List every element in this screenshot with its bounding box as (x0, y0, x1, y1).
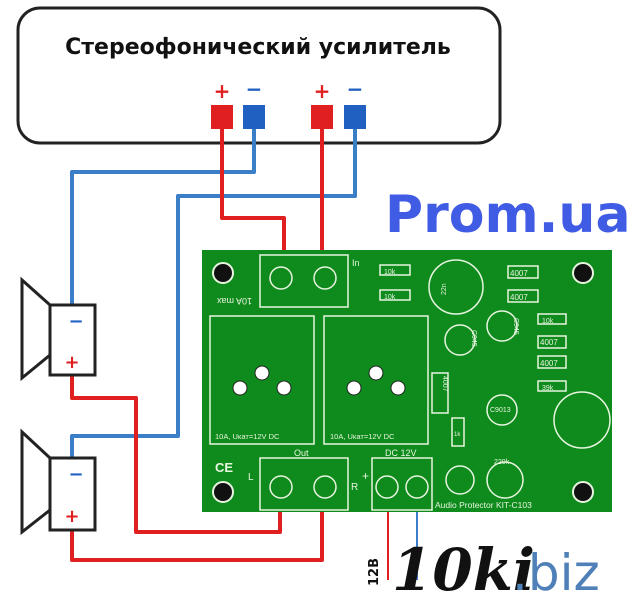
wire-12v-label: 12В (367, 558, 382, 586)
pcb-dc-plus-label: + (362, 469, 369, 483)
wire-speaker-right-plus (70, 500, 324, 562)
svg-text:10k: 10k (384, 294, 396, 301)
pcb-board-name: Audio Protector KIT-C103 (435, 500, 532, 510)
svg-text:4007: 4007 (540, 359, 558, 368)
pcb-in-label: In (352, 258, 360, 268)
watermark-blue: .biz (512, 544, 600, 600)
svg-text:C9013: C9013 (490, 407, 511, 414)
relay-left (209, 315, 315, 445)
svg-text:39k: 39k (542, 385, 554, 392)
svg-text:−: − (68, 464, 83, 485)
amplifier-box (16, 6, 502, 145)
pcb-out-left-label: L (248, 472, 254, 483)
output-terminal-block (259, 457, 349, 511)
relay-right (323, 315, 429, 445)
terminal-minus-right-label: − (347, 77, 364, 101)
wire-left-plus (220, 129, 286, 262)
svg-text:10k: 10k (384, 269, 396, 276)
svg-text:4007: 4007 (540, 338, 558, 347)
pcb-input-max-label: 10A max (216, 296, 252, 306)
svg-text:4007: 4007 (510, 269, 528, 278)
svg-text:1k: 1k (454, 432, 461, 438)
terminal-minus-left (243, 105, 265, 129)
terminal-plus-left-label: + (214, 79, 231, 103)
svg-text:220k: 220k (494, 459, 510, 466)
watermark-overlay: Prom.ua (385, 185, 629, 245)
watermark-black: 10ki (392, 536, 535, 600)
pcb-relay-right-rating: 10A, Uкат=12V DC (330, 432, 395, 441)
terminal-plus-left (211, 105, 233, 129)
svg-text:4007: 4007 (441, 376, 448, 392)
wire-left-minus (70, 129, 256, 312)
svg-text:4007: 4007 (510, 293, 528, 302)
speaker-left: − + (20, 276, 97, 382)
pcb-board: 10A max In L R 10A, Uкат=12V DC 10A, Uка… (202, 250, 612, 512)
svg-text:+: + (64, 506, 79, 527)
pcb-ce-mark: CE (215, 460, 233, 475)
svg-text:22n: 22n (441, 283, 448, 295)
terminal-plus-right-label: + (314, 79, 331, 103)
terminal-minus-left-label: − (246, 77, 263, 101)
speaker-right: − + (20, 428, 97, 536)
input-terminal-block (259, 254, 349, 308)
svg-text:C945: C945 (470, 330, 477, 347)
svg-text:−: − (68, 311, 83, 332)
svg-text:+: + (64, 352, 79, 373)
pcb-relay-left-rating: 10A, Uкат=12V DC (215, 432, 280, 441)
dc-terminal-block (371, 457, 433, 511)
svg-text:C945: C945 (512, 318, 519, 335)
wire-right-minus (70, 129, 357, 462)
pcb-dc-label: DC 12V (385, 448, 417, 458)
amplifier-title: Стереофонический усилитель (65, 35, 451, 60)
pcb-out-right-label: R (351, 482, 358, 493)
terminal-minus-right (344, 105, 366, 129)
wire-speaker-left-plus (70, 362, 282, 534)
pcb-out-label: Out (294, 448, 309, 458)
svg-text:10k: 10k (542, 318, 554, 325)
terminal-plus-right (311, 105, 333, 129)
